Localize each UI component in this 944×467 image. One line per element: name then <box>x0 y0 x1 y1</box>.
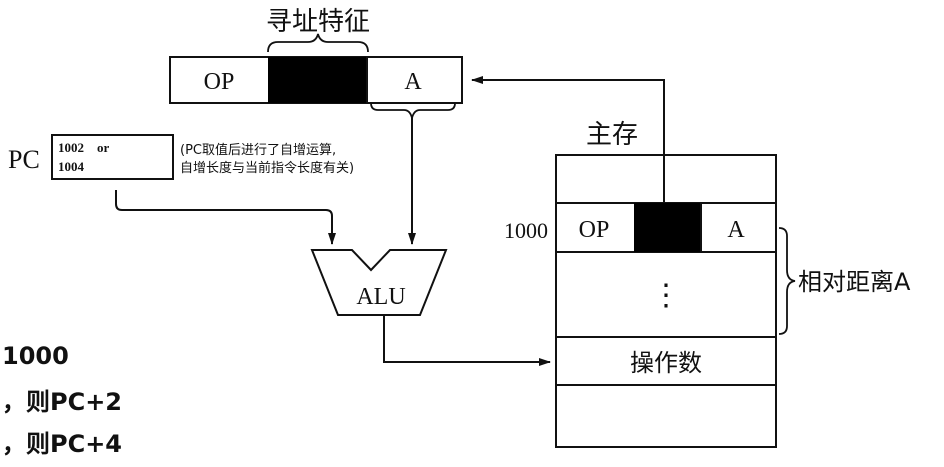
left-text-line2: ，则PC+2 <box>2 388 122 416</box>
relative-distance-brace <box>778 227 796 335</box>
alu-label: ALU <box>356 284 405 310</box>
instruction-a: A <box>404 69 422 95</box>
pc-note-line1: (PC取值后进行了自增运算, <box>180 142 336 158</box>
operand-label: 操作数 <box>630 349 702 377</box>
memory-op: OP <box>579 217 610 243</box>
top-brace <box>267 33 369 53</box>
addressing-feature-field <box>268 57 367 103</box>
pc-label: PC <box>8 145 40 174</box>
left-text-line3: ，则PC+4 <box>2 430 122 458</box>
alu-unit: ALU <box>310 249 448 316</box>
pc-register: 1002 or 1004 <box>51 134 174 180</box>
left-text-line1: 1000 <box>2 342 69 370</box>
memory-to-instruction-arrow <box>471 76 665 203</box>
addressing-feature-label: 寻址特征 <box>266 7 370 37</box>
pc-bottom-brace <box>115 190 333 228</box>
alu-to-operand-arrow <box>383 315 551 366</box>
memory-address: 1000 <box>504 218 548 243</box>
memory-feature-field <box>634 203 701 252</box>
pc-note-line2: 自增长度与当前指令长度有关) <box>180 160 354 176</box>
relative-distance-label: 相对距离A <box>798 268 911 296</box>
instruction-register: OP A <box>169 56 463 104</box>
instruction-op: OP <box>204 69 235 95</box>
pc-value-line1: 1002 or <box>58 140 110 155</box>
pc-value-line2: 1004 <box>58 159 85 174</box>
memory-ellipsis: ⋮ <box>651 279 681 312</box>
memory-a: A <box>727 217 745 243</box>
memory-title: 主存 <box>586 120 638 150</box>
a-field-bottom-brace <box>370 102 456 119</box>
main-memory: OP A ⋮ 操作数 <box>555 154 777 448</box>
